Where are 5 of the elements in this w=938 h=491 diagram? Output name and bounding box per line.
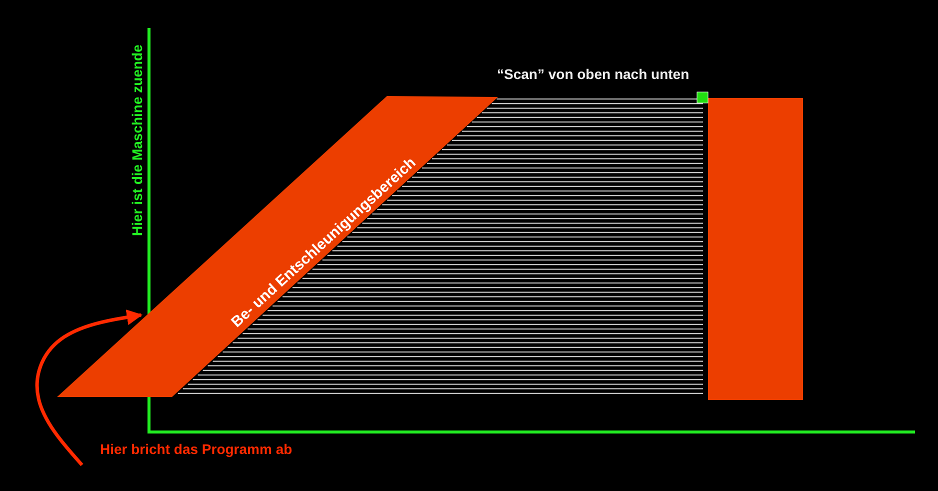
- axis-label: Hier ist die Maschine zuende: [129, 44, 145, 236]
- curved-arrow: [35, 310, 143, 466]
- scan-area-block: [708, 98, 803, 400]
- annotation-text: Hier bricht das Programm ab: [100, 441, 292, 457]
- scan-label: “Scan” von oben nach unten: [497, 66, 690, 82]
